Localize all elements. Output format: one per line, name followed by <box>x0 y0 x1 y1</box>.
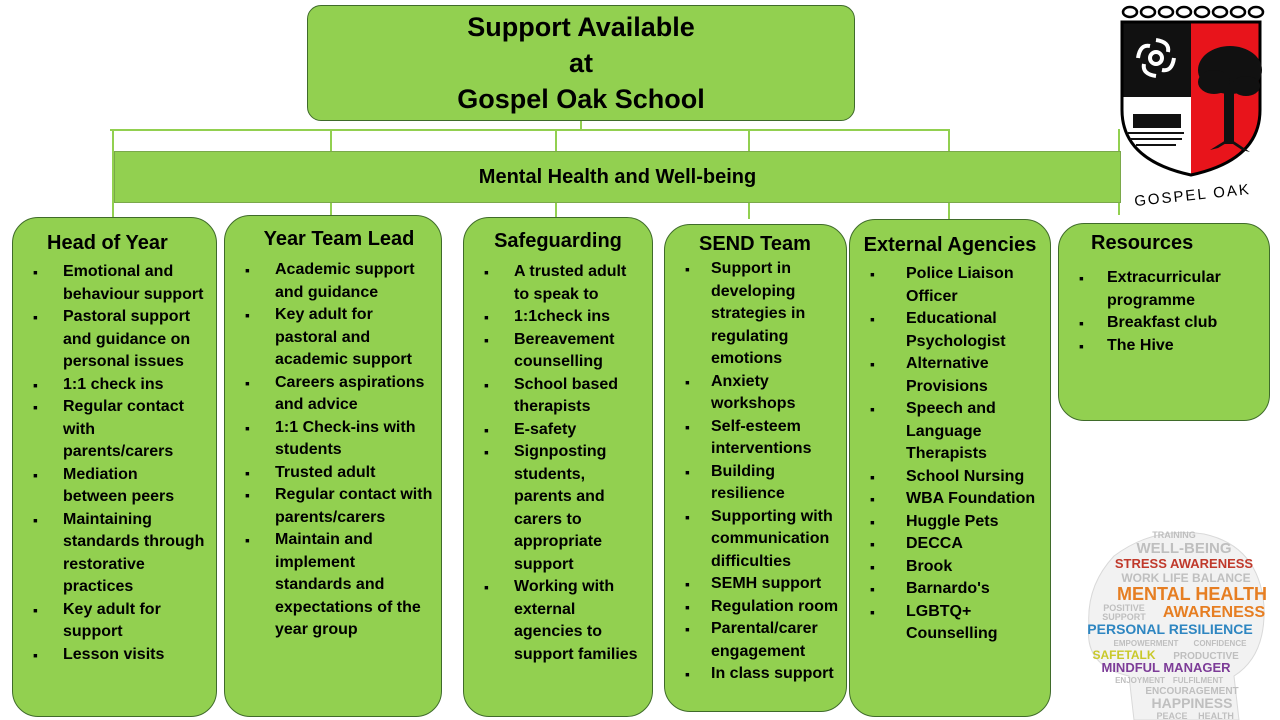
list-item: Trusted adult <box>225 462 435 485</box>
card-heading: Resources <box>1091 232 1194 254</box>
band-label: Mental Health and Well-being <box>478 165 757 188</box>
card-send-team: SEND Team Support in developing strategi… <box>664 224 847 712</box>
cloud-word: WORK LIFE BALANCE <box>1121 571 1250 585</box>
list-item: Bereavement counselling <box>464 329 644 374</box>
cloud-word: POSITIVE <box>1103 603 1145 613</box>
card-head-of-year: Head of Year Emotional and behaviour sup… <box>12 217 217 717</box>
title-box: Support Available at Gospel Oak School <box>307 5 855 121</box>
list-item: LGBTQ+ Counselling <box>850 601 1044 646</box>
mental-health-word-cloud: TRAINING WELL-BEING STRESS AWARENESS WOR… <box>1087 530 1267 720</box>
list-item: In class support <box>665 663 840 686</box>
list-item: Police Liaison Officer <box>850 263 1044 308</box>
cloud-word: TRAINING <box>1152 530 1196 540</box>
cloud-word: CONFIDENCE <box>1194 639 1248 648</box>
card-heading: SEND Team <box>699 233 811 255</box>
list-item: Working with external agencies to suppor… <box>464 576 644 666</box>
list-item: Regular contact with parents/carers <box>225 484 435 529</box>
list-item: School based therapists <box>464 374 644 419</box>
list-item: Supporting with communication difficulti… <box>665 506 840 574</box>
list-item: WBA Foundation <box>850 488 1044 511</box>
list-item: School Nursing <box>850 466 1044 489</box>
list-item: 1:1 Check-ins with students <box>225 417 435 462</box>
list-item: E-safety <box>464 419 644 442</box>
cloud-word: WELL-BEING <box>1137 540 1232 557</box>
swirl-icon <box>1136 38 1176 78</box>
list-item: Maintain and implement standards and exp… <box>225 529 435 642</box>
cloud-word: AWARENESS <box>1163 604 1266 621</box>
cloud-word: FULFILMENT <box>1173 676 1223 685</box>
card-external-agencies: External Agencies Police Liaison Officer… <box>849 219 1051 717</box>
card-year-team-lead: Year Team Lead Academic support and guid… <box>224 215 442 717</box>
school-crest-logo: GOSPEL OAK <box>1120 5 1265 210</box>
list-item: Support in developing strategies in regu… <box>665 258 840 371</box>
list-item: Huggle Pets <box>850 511 1044 534</box>
connector-horizontal <box>110 129 950 131</box>
connector-vertical <box>580 119 582 131</box>
cloud-word: STRESS AWARENESS <box>1115 556 1254 571</box>
chain-icon <box>1121 5 1265 19</box>
mental-health-band: Mental Health and Well-being <box>114 151 1121 203</box>
list-item: Barnardo's <box>850 578 1044 601</box>
list-item: Regular contact with parents/carers <box>13 396 206 464</box>
card-safeguarding: Safeguarding A trusted adult to speak to… <box>463 217 653 717</box>
cloud-word: SUPPORT <box>1102 612 1146 622</box>
cloud-word: SAFETALK <box>1092 648 1155 662</box>
cloud-word: PEACE <box>1156 711 1187 720</box>
list-item: Key adult for pastoral and academic supp… <box>225 304 435 372</box>
list-item: Alternative Provisions <box>850 353 1044 398</box>
list-item: Maintaining standards through restorativ… <box>13 509 206 599</box>
list-item: Mediation between peers <box>13 464 206 509</box>
card-heading: Head of Year <box>47 232 168 254</box>
tree-icon <box>1198 46 1262 152</box>
list-item: Lesson visits <box>13 644 206 667</box>
list-item: Emotional and behaviour support <box>13 261 206 306</box>
logo-name: GOSPEL OAK <box>1133 181 1251 210</box>
list-item: Extracurricular programme <box>1059 267 1263 312</box>
list-item: SEMH support <box>665 573 840 596</box>
list-item: Brook <box>850 556 1044 579</box>
list-item: Building resilience <box>665 461 840 506</box>
list-item: Educational Psychologist <box>850 308 1044 353</box>
connector-vertical <box>112 129 114 219</box>
card-heading: Safeguarding <box>494 230 622 252</box>
list-item: Self-esteem interventions <box>665 416 840 461</box>
list-item: 1:1check ins <box>464 306 644 329</box>
cloud-word: EMPOWERMENT <box>1114 639 1179 648</box>
list-item: Pastoral support and guidance on persona… <box>13 306 206 374</box>
list-item: Careers aspirations and advice <box>225 372 435 417</box>
list-item: 1:1 check ins <box>13 374 206 397</box>
cloud-word: HEALTH <box>1198 711 1234 720</box>
list-item: Parental/carer engagement <box>665 618 840 663</box>
cloud-word: PRODUCTIVE <box>1173 651 1239 662</box>
cloud-word: ENJOYMENT <box>1115 676 1165 685</box>
list-item: A trusted adult to speak to <box>464 261 644 306</box>
boat-icon <box>1128 114 1184 146</box>
list-item: Academic support and guidance <box>225 259 435 304</box>
list-item: The Hive <box>1059 335 1263 358</box>
cloud-word: MENTAL HEALTH <box>1117 584 1267 604</box>
cloud-word: PERSONAL RESILIENCE <box>1087 621 1252 637</box>
card-resources: Resources Extracurricular programme Brea… <box>1058 223 1270 421</box>
cloud-word: MINDFUL MANAGER <box>1101 660 1231 675</box>
title-line-2: at <box>568 48 593 78</box>
list-item: Speech and Language Therapists <box>850 398 1044 466</box>
list-item: Regulation room <box>665 596 840 619</box>
title-line-1: Support Available <box>467 12 695 42</box>
list-item: Signposting students, parents and carers… <box>464 441 644 576</box>
card-heading: External Agencies <box>863 234 1037 256</box>
list-item: Breakfast club <box>1059 312 1263 335</box>
list-item: Anxiety workshops <box>665 371 840 416</box>
cloud-word: HAPPINESS <box>1152 695 1233 711</box>
list-item: DECCA <box>850 533 1044 556</box>
title-line-3: Gospel Oak School <box>457 84 705 114</box>
list-item: Key adult for support <box>13 599 206 644</box>
cloud-word: ENCOURAGEMENT <box>1145 686 1238 697</box>
card-heading: Year Team Lead <box>263 228 415 250</box>
